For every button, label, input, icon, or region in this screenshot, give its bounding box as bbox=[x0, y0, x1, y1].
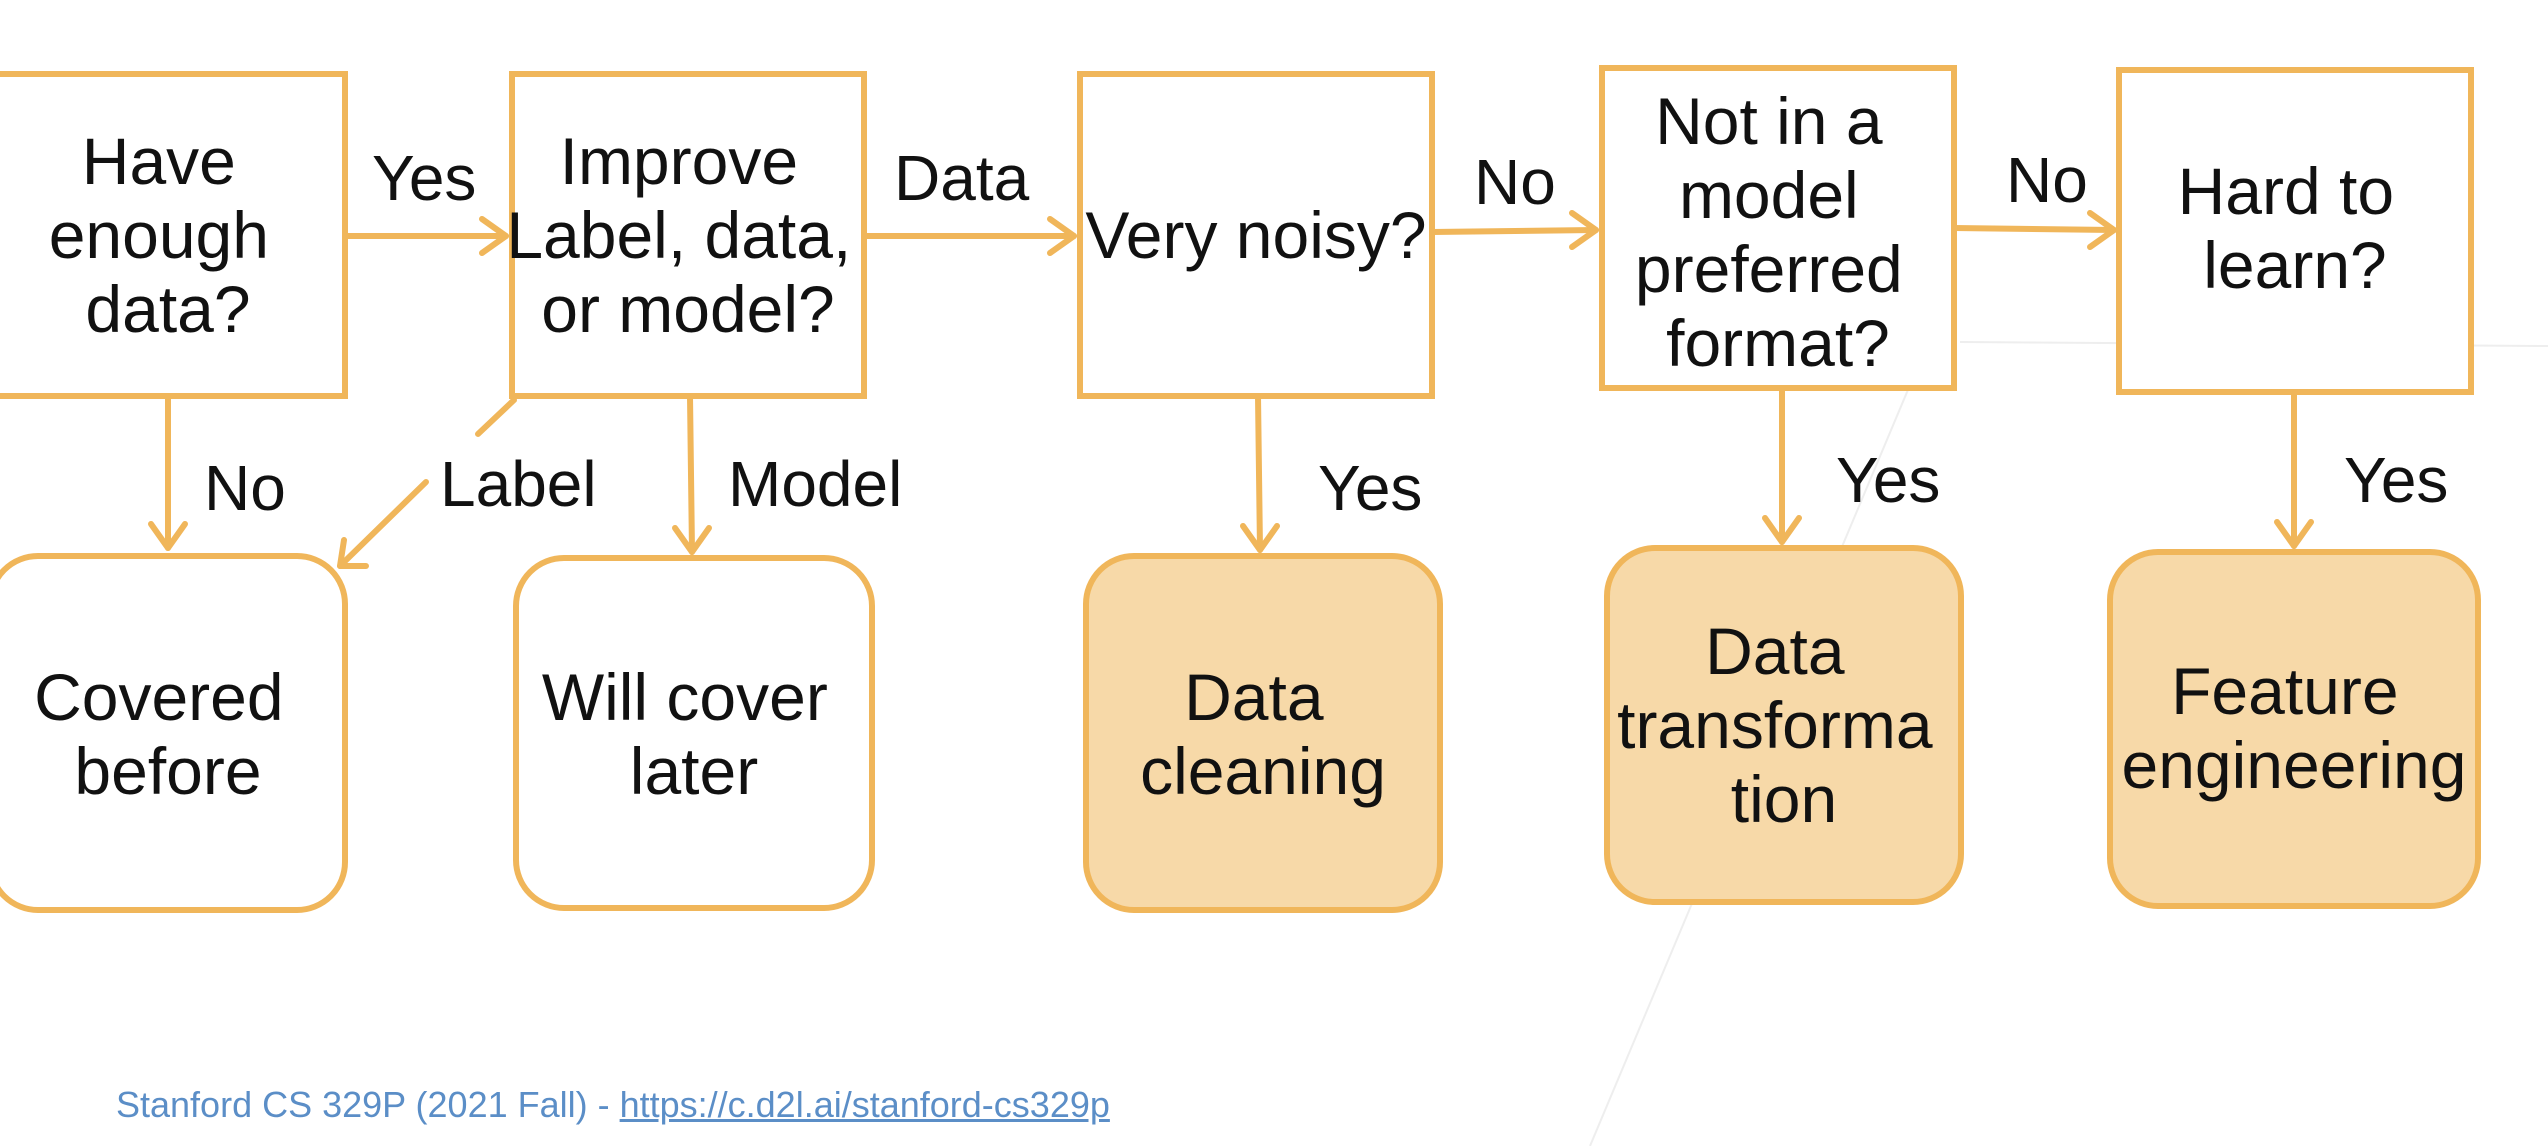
edge-hard-to-feature bbox=[2274, 389, 2314, 549]
node-not-in-preferred-format: Not in a model preferred format? bbox=[1599, 65, 1957, 391]
node-covered-before-label: Covered before bbox=[34, 660, 302, 808]
edge-label-hard-yes: Yes bbox=[2344, 444, 2448, 516]
footer-credit: Stanford CS 329P (2021 Fall) - https://c… bbox=[116, 1084, 1110, 1126]
edge-label-improve-label: Label bbox=[440, 448, 597, 520]
node-hard-to-learn: Hard to learn? bbox=[2116, 67, 2474, 395]
edge-enough-to-covered bbox=[148, 393, 188, 551]
node-improve: Improve Label, data, or model? bbox=[506, 71, 869, 399]
node-not-in-preferred-format-label: Not in a model preferred format? bbox=[1635, 84, 1921, 380]
edge-noisy-to-cleaning bbox=[1240, 393, 1280, 553]
node-data-cleaning: Data cleaning bbox=[1083, 553, 1443, 913]
node-have-enough-data-label: Have enough data? bbox=[49, 124, 288, 346]
edge-label-format-yes: Yes bbox=[1836, 444, 1940, 516]
node-hard-to-learn-label: Hard to learn? bbox=[2178, 154, 2413, 302]
node-data-cleaning-label: Data cleaning bbox=[1140, 660, 1386, 808]
node-have-enough-data: Have enough data? bbox=[0, 71, 348, 399]
edge-label-noisy-yes: Yes bbox=[1318, 452, 1422, 524]
node-very-noisy: Very noisy? bbox=[1077, 71, 1435, 399]
node-will-cover-later-label: Will cover later bbox=[542, 660, 846, 808]
edge-label-format-no: No bbox=[2006, 144, 2088, 216]
edge-label-noisy-no: No bbox=[1474, 146, 1556, 218]
edge-enough-to-improve bbox=[342, 216, 509, 256]
edge-label-enough-no: No bbox=[204, 452, 286, 524]
node-covered-before: Covered before bbox=[0, 553, 348, 913]
edge-label-improve-data: Data bbox=[894, 142, 1030, 214]
edge-improve-to-covered bbox=[337, 397, 517, 569]
footer-link[interactable]: https://c.d2l.ai/stanford-cs329p bbox=[619, 1084, 1110, 1125]
edge-format-to-transformation bbox=[1762, 385, 1802, 545]
edge-label-improve-model: Model bbox=[728, 448, 902, 520]
node-feature-engineering: Feature engineering bbox=[2107, 549, 2481, 909]
edge-improve-to-noisy bbox=[861, 216, 1077, 256]
edge-noisy-to-format bbox=[1429, 210, 1599, 250]
node-feature-engineering-label: Feature engineering bbox=[2122, 654, 2467, 802]
edge-label-enough-yes: Yes bbox=[372, 142, 476, 214]
node-improve-label: Improve Label, data, or model? bbox=[506, 124, 869, 346]
edge-format-to-hard bbox=[1951, 210, 2117, 250]
node-very-noisy-label: Very noisy? bbox=[1085, 198, 1426, 272]
node-will-cover-later: Will cover later bbox=[513, 555, 875, 911]
node-data-transformation: Data transforma tion bbox=[1604, 545, 1964, 905]
node-data-transformation-label: Data transforma tion bbox=[1617, 614, 1951, 836]
edge-improve-to-later bbox=[672, 393, 712, 555]
footer-text: Stanford CS 329P (2021 Fall) - bbox=[116, 1084, 620, 1125]
